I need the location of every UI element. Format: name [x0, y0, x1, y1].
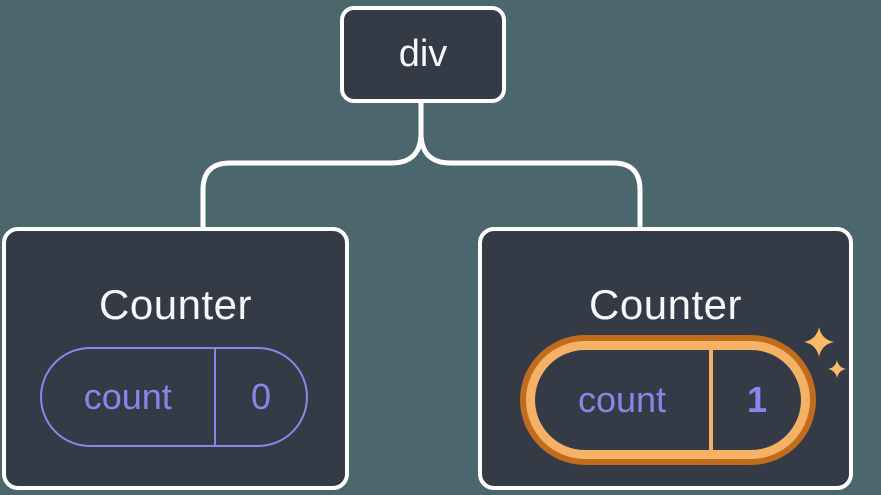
sparkle-icon — [804, 327, 846, 378]
state-value: 0 — [250, 376, 272, 417]
state-value: 1 — [746, 379, 768, 420]
state-pill-highlight-band: count 1 — [526, 341, 810, 459]
component-title: Counter — [99, 281, 252, 328]
state-pill: count 0 — [40, 347, 308, 447]
state-pill-highlight: count 1 — [520, 335, 816, 465]
tree-node-div: div — [340, 6, 506, 103]
state-pill-divider — [709, 350, 713, 450]
counter-card-right: Counter count 1 — [478, 227, 853, 490]
state-name: count — [83, 376, 172, 417]
state-name: count — [577, 379, 667, 420]
state-pill-divider — [213, 349, 216, 445]
component-title: Counter — [589, 281, 742, 328]
tree-node-div-label: div — [398, 33, 448, 75]
counter-card-left: Counter count 0 — [2, 227, 349, 490]
state-pill: count 1 — [535, 350, 801, 450]
